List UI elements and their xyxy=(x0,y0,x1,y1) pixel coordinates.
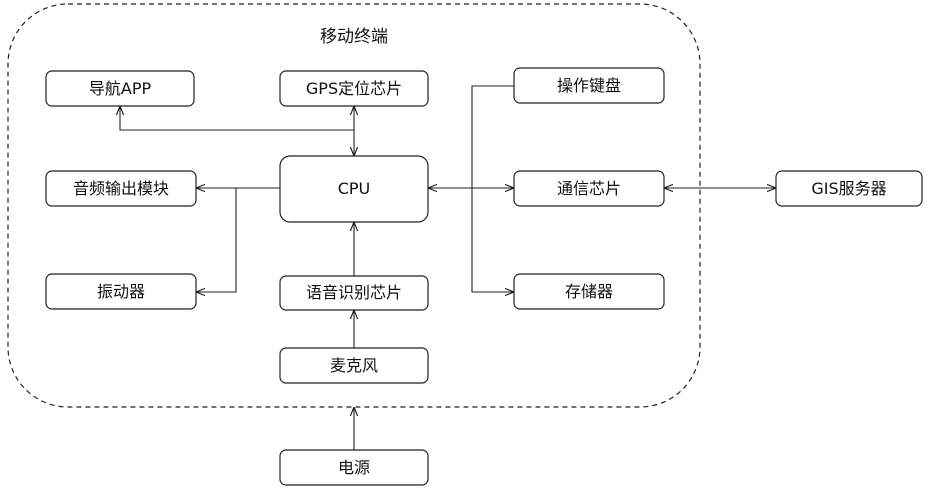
node-audio-out: 音频输出模块 xyxy=(46,171,196,206)
node-vibrator: 振动器 xyxy=(46,274,196,309)
node-cpu: CPU xyxy=(280,156,428,222)
bus-storage-connector xyxy=(472,188,514,292)
node-nav-app-label: 导航APP xyxy=(89,79,152,98)
node-power: 电源 xyxy=(280,450,428,485)
node-vibrator-label: 振动器 xyxy=(97,282,145,301)
keyboard-bus-connector xyxy=(472,86,514,188)
node-gis-server: GIS服务器 xyxy=(776,171,922,206)
node-keyboard: 操作键盘 xyxy=(514,68,664,103)
connectors xyxy=(120,86,776,450)
node-voice-chip: 语音识别芯片 xyxy=(280,276,428,310)
node-gis-server-label: GIS服务器 xyxy=(811,179,886,198)
node-storage: 存储器 xyxy=(514,274,664,309)
node-cpu-label: CPU xyxy=(338,179,371,198)
node-gps-chip-label: GPS定位芯片 xyxy=(306,79,402,98)
node-storage-label: 存储器 xyxy=(565,282,613,301)
node-audio-out-label: 音频输出模块 xyxy=(73,179,169,198)
mobile-terminal-title: 移动终端 xyxy=(320,27,388,47)
node-comm-chip-label: 通信芯片 xyxy=(557,179,621,198)
node-power-label: 电源 xyxy=(338,458,370,477)
node-comm-chip: 通信芯片 xyxy=(514,171,664,206)
cpu-nav-connector xyxy=(120,106,354,130)
node-gps-chip: GPS定位芯片 xyxy=(280,71,428,106)
node-keyboard-label: 操作键盘 xyxy=(557,76,621,95)
node-microphone: 麦克风 xyxy=(280,348,428,383)
node-nav-app: 导航APP xyxy=(46,71,194,106)
node-voice-chip-label: 语音识别芯片 xyxy=(306,283,402,302)
node-microphone-label: 麦克风 xyxy=(330,356,378,375)
cpu-vibrator-connector xyxy=(196,188,236,292)
